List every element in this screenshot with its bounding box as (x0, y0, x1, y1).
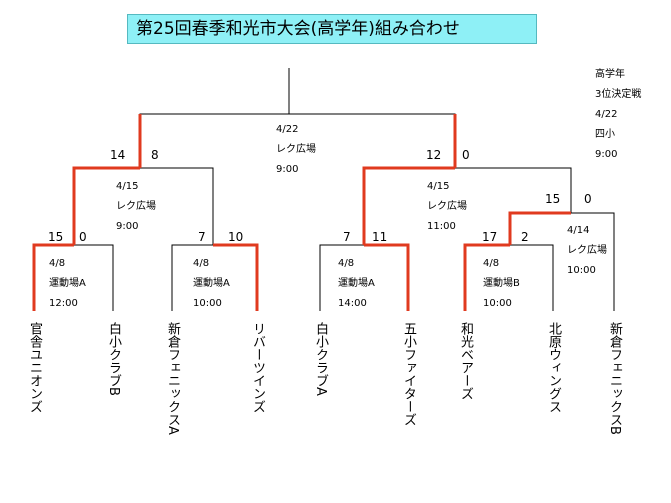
third-place-info: 高学年 3位決定戦 4/22 四小 9:00 (595, 67, 641, 160)
third-place-venue: 四小 (595, 128, 615, 140)
team-name: 官舎ユニオンズ (27, 322, 42, 413)
info-m3-time: 14:00 (338, 298, 367, 309)
info-final-date: 4/22 (276, 124, 298, 135)
page-title: 第25回春季和光市大会(高学年)組み合わせ (127, 14, 537, 44)
team-name: 五小ファイターズ (401, 322, 416, 426)
info-sf2-time: 11:00 (427, 221, 456, 232)
score-m5-a: 15 (545, 192, 560, 206)
score-m1-a: 15 (48, 230, 63, 244)
score-m1-b: 0 (79, 230, 87, 244)
match-line-5 (509, 212, 615, 311)
score-m4-b: 2 (521, 230, 529, 244)
info-m5-time: 10:00 (567, 265, 596, 276)
score-m4-a: 17 (482, 230, 497, 244)
team-name: 新倉フェニックスA (165, 322, 180, 435)
third-place-time: 9:00 (595, 149, 617, 160)
team-name: 白小クラブB (106, 322, 121, 396)
info-m4-time: 10:00 (483, 298, 512, 309)
info-m4-date: 4/8 (483, 258, 499, 269)
third-place-date: 4/22 (595, 109, 617, 120)
info-sf1-venue: レク広場 (116, 199, 156, 212)
info-m5-venue: レク広場 (567, 243, 607, 256)
info-final-time: 9:00 (276, 164, 298, 175)
info-m3-date: 4/8 (338, 258, 354, 269)
winner-path-m4 (463, 243, 510, 311)
score-m2-a: 7 (198, 230, 206, 244)
team-name: 新倉フェニックスB (607, 322, 622, 435)
info-m2-time: 10:00 (193, 298, 222, 309)
winner-path-m5 (508, 211, 571, 245)
scores: 15 0 7 10 7 11 17 2 15 0 14 8 12 0 (48, 148, 592, 244)
score-m3-b: 11 (372, 230, 387, 244)
semi-line-2 (363, 167, 572, 245)
info-m2-venue: 運動場A (193, 276, 230, 289)
info-sf1-time: 9:00 (116, 221, 138, 232)
info-m1-venue: 運動場A (49, 276, 86, 289)
score-sf2-a: 12 (426, 148, 441, 162)
winner-path-m3 (364, 243, 410, 311)
info-sf2-venue: レク広場 (427, 199, 467, 212)
winner-path-sf2 (362, 166, 455, 245)
info-final-venue: レク広場 (276, 142, 316, 155)
score-sf1-b: 8 (151, 148, 159, 162)
team-name: リバーツインズ (250, 322, 265, 413)
score-sf1-a: 14 (110, 148, 125, 162)
winner-path-m1 (32, 243, 74, 311)
info-m1-date: 4/8 (49, 258, 65, 269)
match-info: 4/8 運動場A 12:00 4/8 運動場A 10:00 4/8 運動場A 1… (49, 124, 607, 309)
score-m5-b: 0 (584, 192, 592, 206)
info-sf1-date: 4/15 (116, 181, 138, 192)
info-m2-date: 4/8 (193, 258, 209, 269)
third-place-title: 3位決定戦 (595, 87, 641, 100)
winner-path-sf1 (72, 166, 140, 245)
winner-paths (32, 114, 571, 311)
info-m3-venue: 運動場A (338, 276, 375, 289)
score-m2-b: 10 (228, 230, 243, 244)
info-sf2-date: 4/15 (427, 181, 449, 192)
winner-path-m2 (213, 243, 259, 311)
team-name: 北原ウィングス (546, 322, 561, 413)
final-line (139, 113, 456, 168)
info-m4-venue: 運動場B (483, 276, 520, 289)
team-name: 和光ベアーズ (458, 322, 473, 400)
third-place-label: 高学年 (595, 67, 625, 80)
info-m1-time: 12:00 (49, 298, 78, 309)
score-m3-a: 7 (343, 230, 351, 244)
score-sf2-b: 0 (462, 148, 470, 162)
team-name: 白小クラブA (313, 322, 328, 396)
info-m5-date: 4/14 (567, 225, 589, 236)
